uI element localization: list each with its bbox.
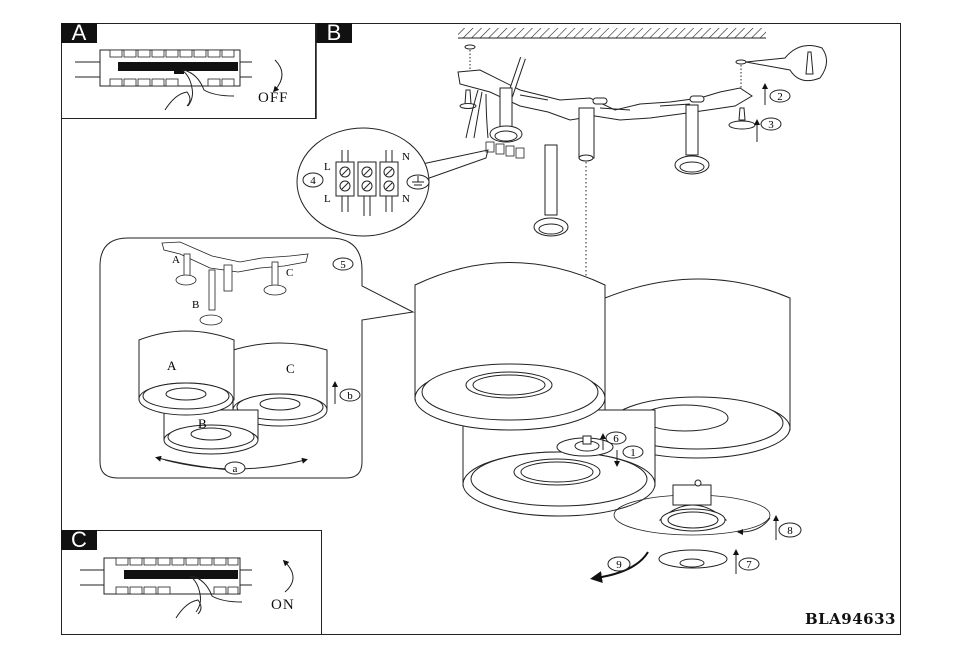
- earth-icon: [406, 174, 430, 190]
- drill-hole-right: [735, 59, 747, 65]
- step-8-label: 8: [787, 525, 793, 537]
- off-label: OFF: [258, 90, 289, 106]
- step-1-marker: 1: [622, 445, 644, 459]
- step-6-marker: 6: [605, 431, 627, 445]
- wall-plug-callout: [745, 45, 827, 82]
- step-8-marker: 8: [778, 522, 802, 538]
- step-a-marker: a: [224, 461, 246, 475]
- step-a-label: a: [233, 463, 238, 475]
- step-7-marker: 7: [738, 557, 760, 571]
- inset-socket-b-label: B: [192, 299, 199, 311]
- inset-socket-a-label: A: [172, 254, 180, 266]
- step-7-label: 7: [746, 559, 752, 571]
- gu10-bulb: [613, 479, 771, 536]
- inset-socket-c-label: C: [286, 267, 293, 279]
- on-label: ON: [271, 597, 295, 613]
- terminal-L-bottom: L: [324, 193, 331, 205]
- shade-front: [462, 409, 656, 517]
- step-b-label: b: [347, 390, 353, 402]
- step-5-marker: 5: [332, 257, 354, 271]
- step-1-label: 1: [630, 447, 636, 459]
- lock-ring: [556, 435, 614, 457]
- screw-step3: [728, 107, 756, 130]
- breaker-panel-c: [80, 557, 294, 619]
- inset-shade-a: [138, 330, 235, 416]
- step-9-marker: 9: [607, 556, 631, 572]
- terminal-N-top: N: [402, 151, 410, 163]
- panel-a-tag: A: [61, 22, 97, 44]
- breaker-panel-a: [75, 49, 283, 111]
- step-9-label: 9: [616, 559, 622, 571]
- drill-hole-left: [464, 44, 476, 50]
- step-5-label: 5: [340, 259, 346, 271]
- terminal-L-top: L: [324, 161, 331, 173]
- cover-ring: [658, 549, 728, 569]
- terminal-N-bottom: N: [402, 193, 410, 205]
- wiring-terminals: [335, 150, 399, 216]
- ceiling-hatch: [458, 28, 766, 38]
- socket-a-stem: [489, 87, 523, 143]
- inset-shade-a-label: A: [167, 358, 177, 373]
- page-frame: [61, 23, 901, 635]
- screw-left: [459, 89, 477, 109]
- step-2-marker: 2: [769, 89, 791, 103]
- panel-b-tag: B: [316, 22, 352, 44]
- wall-plug-icon: [805, 51, 814, 75]
- inset-shade-c-label: C: [286, 361, 295, 376]
- center-stem: [578, 107, 595, 162]
- step-6-label: 6: [613, 433, 619, 445]
- step-b-marker: b: [339, 388, 361, 402]
- socket-c-stem: [674, 104, 710, 175]
- terminal-block: [485, 141, 525, 159]
- inset-shade-b: [163, 409, 259, 455]
- step-4-label: 4: [310, 175, 316, 187]
- step-2-label: 2: [777, 91, 783, 103]
- inset-shade-b-label: B: [198, 416, 207, 431]
- step-3-marker: 3: [760, 117, 782, 131]
- inset-bracket: [161, 241, 309, 326]
- step-3-label: 3: [768, 119, 774, 131]
- product-code: BLA94633: [804, 610, 896, 628]
- step-4-marker: 4: [302, 172, 324, 188]
- shade-left: [414, 262, 606, 431]
- panel-c-tag: C: [61, 529, 97, 551]
- socket-b-stem: [533, 144, 569, 237]
- mounting-bracket: [457, 69, 753, 121]
